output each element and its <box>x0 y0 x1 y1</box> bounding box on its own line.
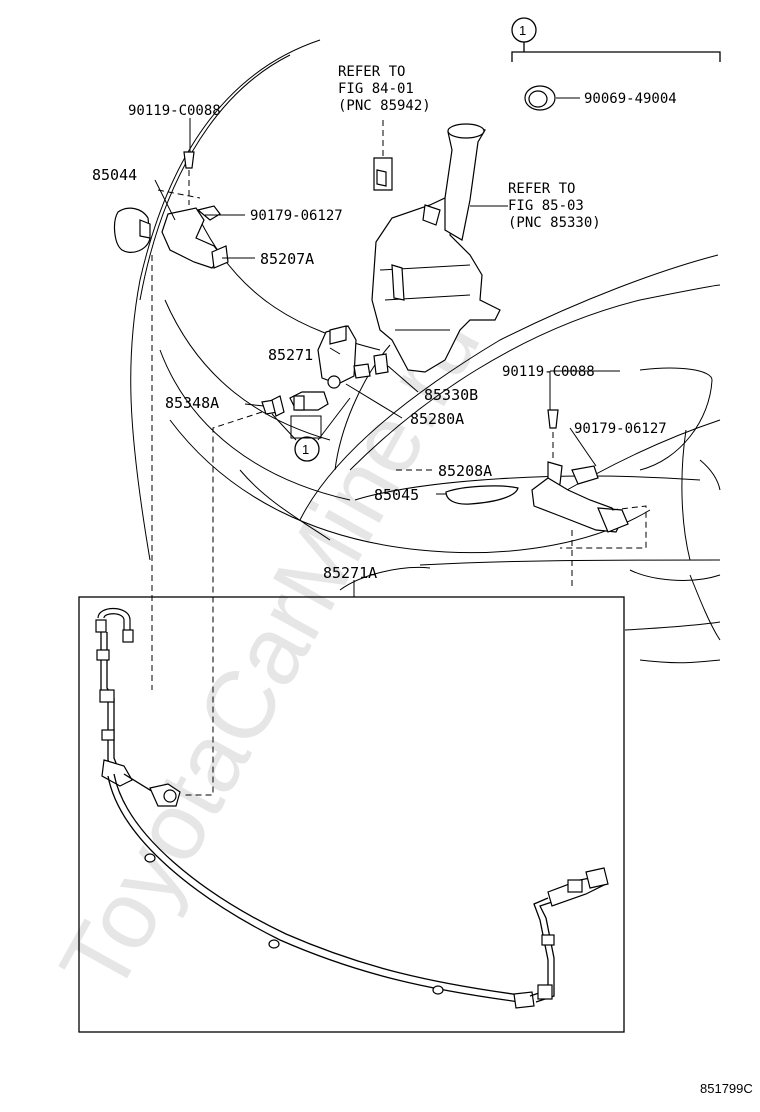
label-90179-right[interactable]: 90179-06127 <box>574 421 667 437</box>
leader-lines <box>154 97 620 597</box>
right-nozzle-assembly <box>445 409 647 588</box>
refer-fig-85: REFER TO FIG 85-03 (PNC 85330) <box>508 181 601 231</box>
label-85348A[interactable]: 85348A <box>165 394 219 412</box>
grommet-ring <box>524 85 556 111</box>
dash-guide-pump <box>185 411 263 796</box>
hose-detail-frame <box>78 596 625 1033</box>
hose-assembly <box>95 607 609 1009</box>
label-90119-top[interactable]: 90119-C0088 <box>128 103 221 119</box>
callout-marker-bottom: 1 <box>302 442 309 457</box>
callout-group-bottom: 1 <box>271 397 351 462</box>
refer-84-line-3: (PNC 85942) <box>338 98 431 114</box>
washer-pump <box>317 325 389 389</box>
refer-fig-84: REFER TO FIG 84-01 (PNC 85942) <box>338 64 431 114</box>
label-90119-right[interactable]: 90119-C0088 <box>502 364 595 380</box>
refer-85-line-3: (PNC 85330) <box>508 215 601 231</box>
refer-85-line-1: REFER TO <box>508 181 575 197</box>
label-85208A[interactable]: 85208A <box>438 462 492 480</box>
label-85330B[interactable]: 85330B <box>424 386 478 404</box>
label-85280A[interactable]: 85280A <box>410 410 464 428</box>
refer-85-line-2: FIG 85-03 <box>508 198 584 214</box>
label-85271A[interactable]: 85271A <box>323 564 377 582</box>
connector-ref-84 <box>373 120 393 191</box>
label-85207A[interactable]: 85207A <box>260 250 314 268</box>
label-85044[interactable]: 85044 <box>92 166 137 184</box>
callout-marker-top: 1 <box>519 23 526 38</box>
callout-group-bracket: 1 <box>511 17 721 62</box>
left-nozzle-assembly <box>113 151 229 269</box>
label-90179-top[interactable]: 90179-06127 <box>250 208 343 224</box>
refer-84-line-2: FIG 84-01 <box>338 81 414 97</box>
drawing-code: 851799C <box>700 1081 753 1096</box>
label-85271[interactable]: 85271 <box>268 346 313 364</box>
label-90069[interactable]: 90069-49004 <box>584 91 677 107</box>
hose-joint-85271 <box>261 391 329 439</box>
refer-84-line-1: REFER TO <box>338 64 405 80</box>
label-85045[interactable]: 85045 <box>374 486 419 504</box>
washer-tank <box>371 123 501 373</box>
